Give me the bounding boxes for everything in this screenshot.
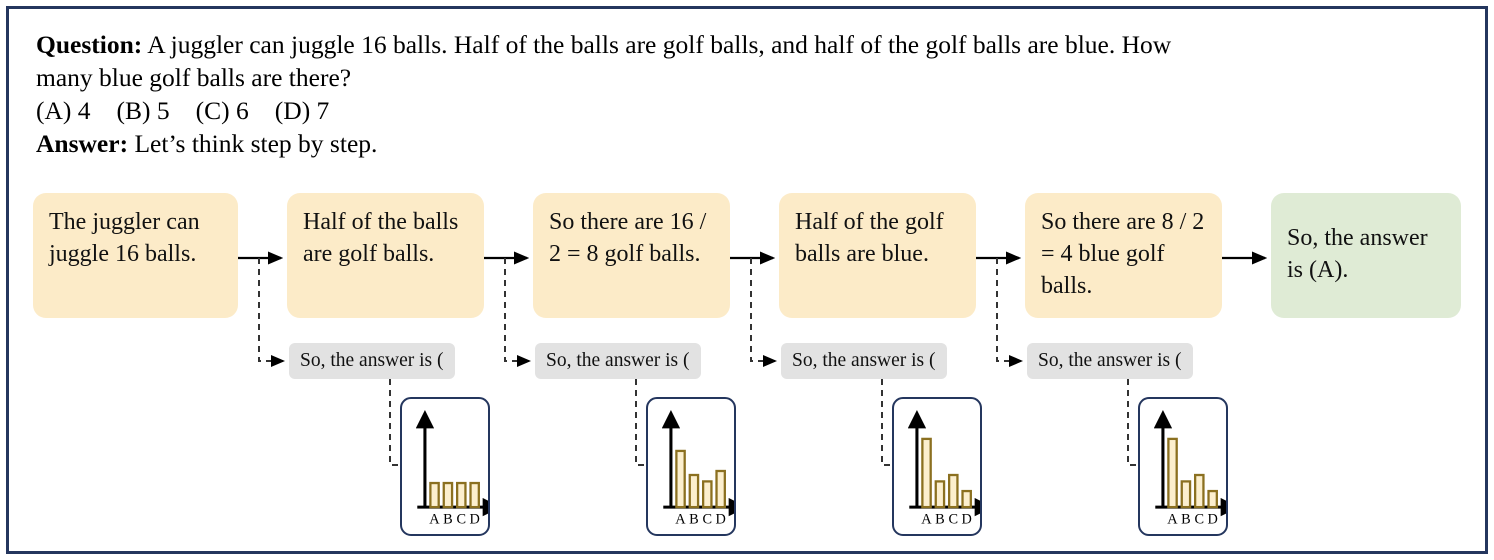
xtick-B: B xyxy=(1181,511,1191,527)
bar-B xyxy=(688,473,700,509)
bar-D xyxy=(469,481,480,509)
xtick-A: A xyxy=(1167,511,1178,527)
bar-D xyxy=(961,489,972,509)
bar-B xyxy=(1180,480,1192,509)
bar-C xyxy=(455,481,467,509)
choice-c: (C) 6 xyxy=(195,96,249,126)
bar-C xyxy=(1193,473,1205,509)
bar-B xyxy=(442,481,454,509)
xtick-C: C xyxy=(702,511,712,527)
xtick-A: A xyxy=(921,511,932,527)
xtick-B: B xyxy=(689,511,699,527)
step-box-4[interactable]: Half of the golf balls are blue. xyxy=(779,193,976,318)
bar-A xyxy=(429,481,440,509)
xtick-B: B xyxy=(935,511,945,527)
xtick-C: C xyxy=(948,511,958,527)
answer-label: Answer: xyxy=(36,129,129,159)
question-label: Question: xyxy=(36,30,143,59)
probe-box-3[interactable]: So, the answer is ( xyxy=(781,343,947,379)
chart-bars xyxy=(921,437,972,509)
chart-bars xyxy=(429,481,480,509)
step-box-2[interactable]: Half of the balls are golf balls. xyxy=(287,193,484,318)
step-text-1: The juggler can juggle 16 balls. xyxy=(49,209,200,267)
question-line-2: many blue golf balls are there? xyxy=(36,61,1446,94)
step-text-2: Half of the balls are golf balls. xyxy=(303,209,459,267)
xtick-D: D xyxy=(469,511,479,527)
answer-prompt-text: Let’s think step by step. xyxy=(134,129,378,159)
step-text-4: Half of the golf balls are blue. xyxy=(795,209,944,267)
probe-box-1[interactable]: So, the answer is ( xyxy=(289,343,455,379)
answer-choices: (A) 4 (B) 5 (C) 6 (D) 7 xyxy=(36,94,1446,127)
bar-D xyxy=(715,469,726,509)
step-box-final[interactable]: So, the answer is (A). xyxy=(1271,193,1461,318)
probe-text-1: So, the answer is ( xyxy=(300,350,444,371)
step-text-final: So, the answer is (A). xyxy=(1287,225,1428,283)
xtick-B: B xyxy=(443,511,453,527)
answer-line: Answer: Let’s think step by step. xyxy=(36,127,1446,160)
bar-D xyxy=(1207,489,1218,509)
step-text-5: So there are 8 / 2 = 4 blue golf balls. xyxy=(1041,209,1205,299)
figure-border xyxy=(6,6,1488,554)
chart-bars xyxy=(675,449,726,509)
question-text-line1: A juggler can juggle 16 balls. Half of t… xyxy=(147,30,1172,59)
xtick-D: D xyxy=(715,511,725,527)
question-block: Question: A juggler can juggle 16 balls.… xyxy=(36,28,1446,161)
probe-text-3: So, the answer is ( xyxy=(792,350,936,371)
choice-d: (D) 7 xyxy=(274,96,330,126)
question-line-1: Question: A juggler can juggle 16 balls.… xyxy=(36,28,1446,61)
probe-box-2[interactable]: So, the answer is ( xyxy=(535,343,701,379)
step-box-3[interactable]: So there are 16 / 2 = 8 golf balls. xyxy=(533,193,730,318)
probe-text-4: So, the answer is ( xyxy=(1038,350,1182,371)
choice-b: (B) 5 xyxy=(116,96,170,126)
step-box-1[interactable]: The juggler can juggle 16 balls. xyxy=(33,193,238,318)
xtick-C: C xyxy=(1194,511,1204,527)
chart-bars xyxy=(1167,437,1218,509)
step-text-3: So there are 16 / 2 = 8 golf balls. xyxy=(549,209,707,267)
xtick-C: C xyxy=(456,511,466,527)
choice-a: (A) 4 xyxy=(36,96,91,126)
bar-A xyxy=(675,449,686,509)
bar-B xyxy=(934,480,946,509)
bar-A xyxy=(921,437,932,509)
xtick-A: A xyxy=(675,511,686,527)
probe-text-2: So, the answer is ( xyxy=(546,350,690,371)
bar-C xyxy=(701,480,713,509)
question-text-line2: many blue golf balls are there? xyxy=(36,63,352,93)
step-box-5[interactable]: So there are 8 / 2 = 4 blue golf balls. xyxy=(1025,193,1222,318)
xtick-A: A xyxy=(429,511,440,527)
xtick-D: D xyxy=(1207,511,1217,527)
bar-C xyxy=(947,473,959,509)
bar-A xyxy=(1167,437,1178,509)
probe-box-4[interactable]: So, the answer is ( xyxy=(1027,343,1193,379)
xtick-D: D xyxy=(961,511,971,527)
